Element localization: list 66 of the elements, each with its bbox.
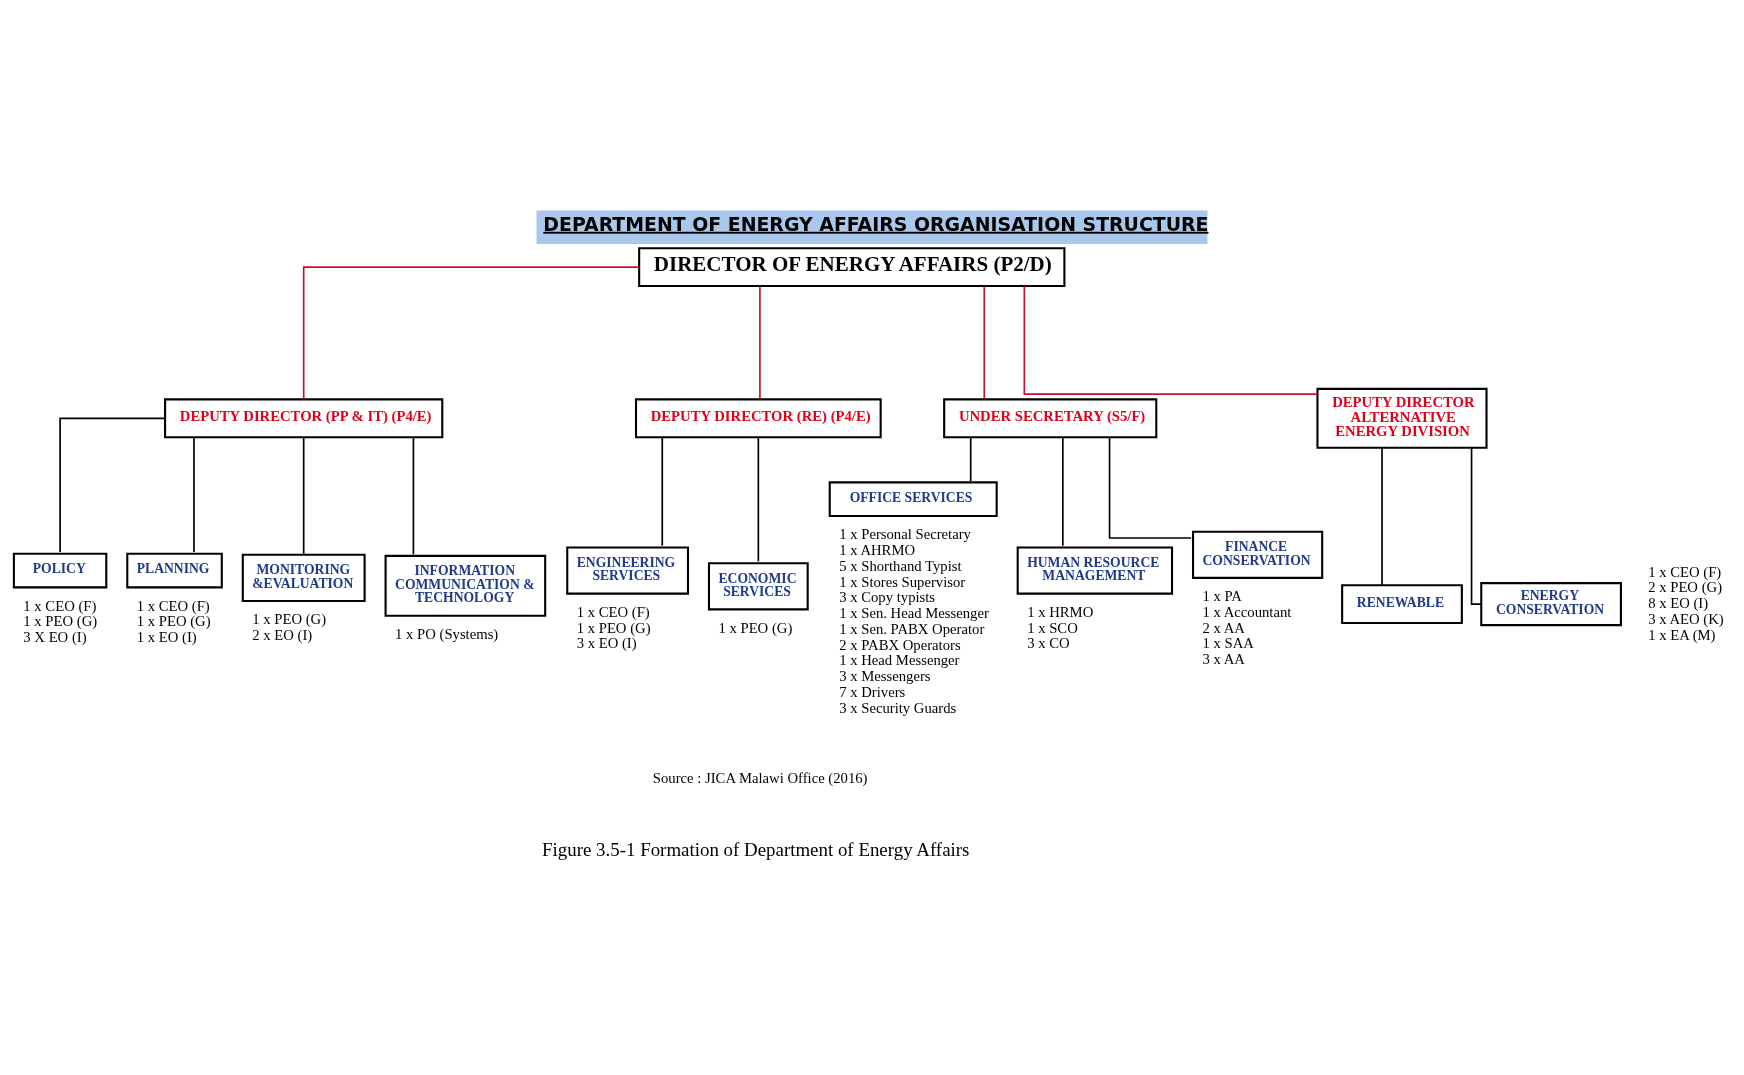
node-label: 1 x Sen. Head Messenger — [839, 604, 989, 621]
node-box: MONITORING &EVALUATION — [241, 553, 366, 602]
connector — [969, 436, 972, 482]
node-label: 2 x PABX Operators — [839, 636, 961, 653]
node-label: 1 x CEO (F) — [576, 603, 650, 620]
node-label: 1 x PA — [1202, 587, 1242, 604]
connector — [1023, 284, 1319, 395]
node-label: 2 x EO (I) — [252, 626, 313, 643]
node-box: DEPUTY DIRECTOR ALTERNATIVE ENERGY DIVISION — [1316, 387, 1488, 449]
connector — [1381, 446, 1383, 586]
node-box: ECONOMIC SERVICES — [707, 561, 809, 610]
node-box: DEPUTY DIRECTOR (RE) (P4/E) — [634, 397, 882, 438]
node-box: PLANNING — [126, 552, 223, 588]
node-label: 3 X EO (I) — [23, 628, 87, 645]
node-label: 1 x PEO (G) — [252, 610, 327, 627]
node-label: 5 x Shorthand Typist — [839, 557, 962, 574]
node-box: RENEWABLE — [1341, 583, 1463, 624]
node-label: 3 x CO — [1027, 634, 1070, 651]
node-box: POLICY — [12, 552, 108, 588]
node-box: ENERGY CONSERVATION — [1480, 581, 1622, 626]
connector — [302, 436, 305, 554]
node-box: UNDER SECRETARY (S5/F) — [943, 397, 1158, 438]
node-label: 8 x EO (I) — [1648, 594, 1709, 611]
node-label: 1 x Personal Secretary — [839, 525, 971, 542]
connector — [759, 284, 761, 400]
node-label: 3 x Messengers — [839, 667, 931, 684]
node-box: FINANCE CONSERVATION — [1192, 530, 1324, 579]
node-label: 1 x HRMO — [1027, 603, 1094, 620]
connector — [302, 265, 640, 400]
connector — [1108, 435, 1192, 539]
node-label: 1 x PEO (G) — [576, 619, 651, 636]
node-label: 1 x AHRMO — [839, 541, 916, 558]
node-label: 1 x PO (Systems) — [395, 625, 499, 642]
node-box: ENGINEERING SERVICES — [566, 545, 690, 595]
node-box: DEPUTY DIRECTOR (PP & IT) (P4/E) — [164, 397, 444, 438]
connector — [661, 436, 664, 546]
connector — [59, 416, 166, 553]
node-label: 3 x AA — [1202, 650, 1245, 667]
label: Source : JICA Malawi Office (2016) — [652, 769, 868, 786]
node-label: 1 x EO (I) — [136, 628, 197, 645]
node-box: DIRECTOR OF ENERGY AFFAIRS (P2/D) — [638, 246, 1066, 287]
node-label: 1 x Accountant — [1202, 603, 1292, 620]
connector — [412, 436, 415, 555]
node-label: 1 x EA (M) — [1648, 626, 1716, 643]
connector — [757, 436, 760, 562]
node-label: 3 x Security Guards — [839, 699, 957, 716]
node-label: 1 x CEO (F) — [1648, 563, 1722, 580]
node-box: OFFICE SERVICES — [828, 480, 998, 517]
node-label: 3 x AEO (K) — [1648, 610, 1724, 627]
node-box: INFORMATION COMMUNICATION & TECHNOLOGY — [384, 554, 547, 617]
node-label: 1 x CEO (F) — [136, 597, 210, 614]
connector — [983, 284, 986, 400]
node-label: 1 x SAA — [1202, 634, 1254, 651]
caption: Figure 3.5-1 Formation of Department of Energy Affairs — [542, 838, 970, 860]
connector — [193, 436, 195, 553]
connector — [1470, 446, 1482, 605]
node-box: HUMAN RESOURCE MANAGEMENT — [1016, 545, 1174, 595]
node-label: 1 x SCO — [1027, 619, 1078, 636]
diagram-title: DEPARTMENT OF ENERGY AFFAIRS ORGANISATION STRUCTURE — [543, 212, 1209, 235]
node-label: 1 x PEO (G) — [718, 619, 793, 636]
node-label: 1 x Sen. PABX Operator — [839, 620, 985, 637]
node-label: 7 x Drivers — [839, 683, 906, 700]
node-label: 1 x Stores Supervisor — [839, 573, 966, 590]
connector — [1062, 436, 1064, 546]
node-label: 1 x CEO (F) — [23, 597, 97, 614]
node-label: 2 x AA — [1202, 619, 1245, 636]
